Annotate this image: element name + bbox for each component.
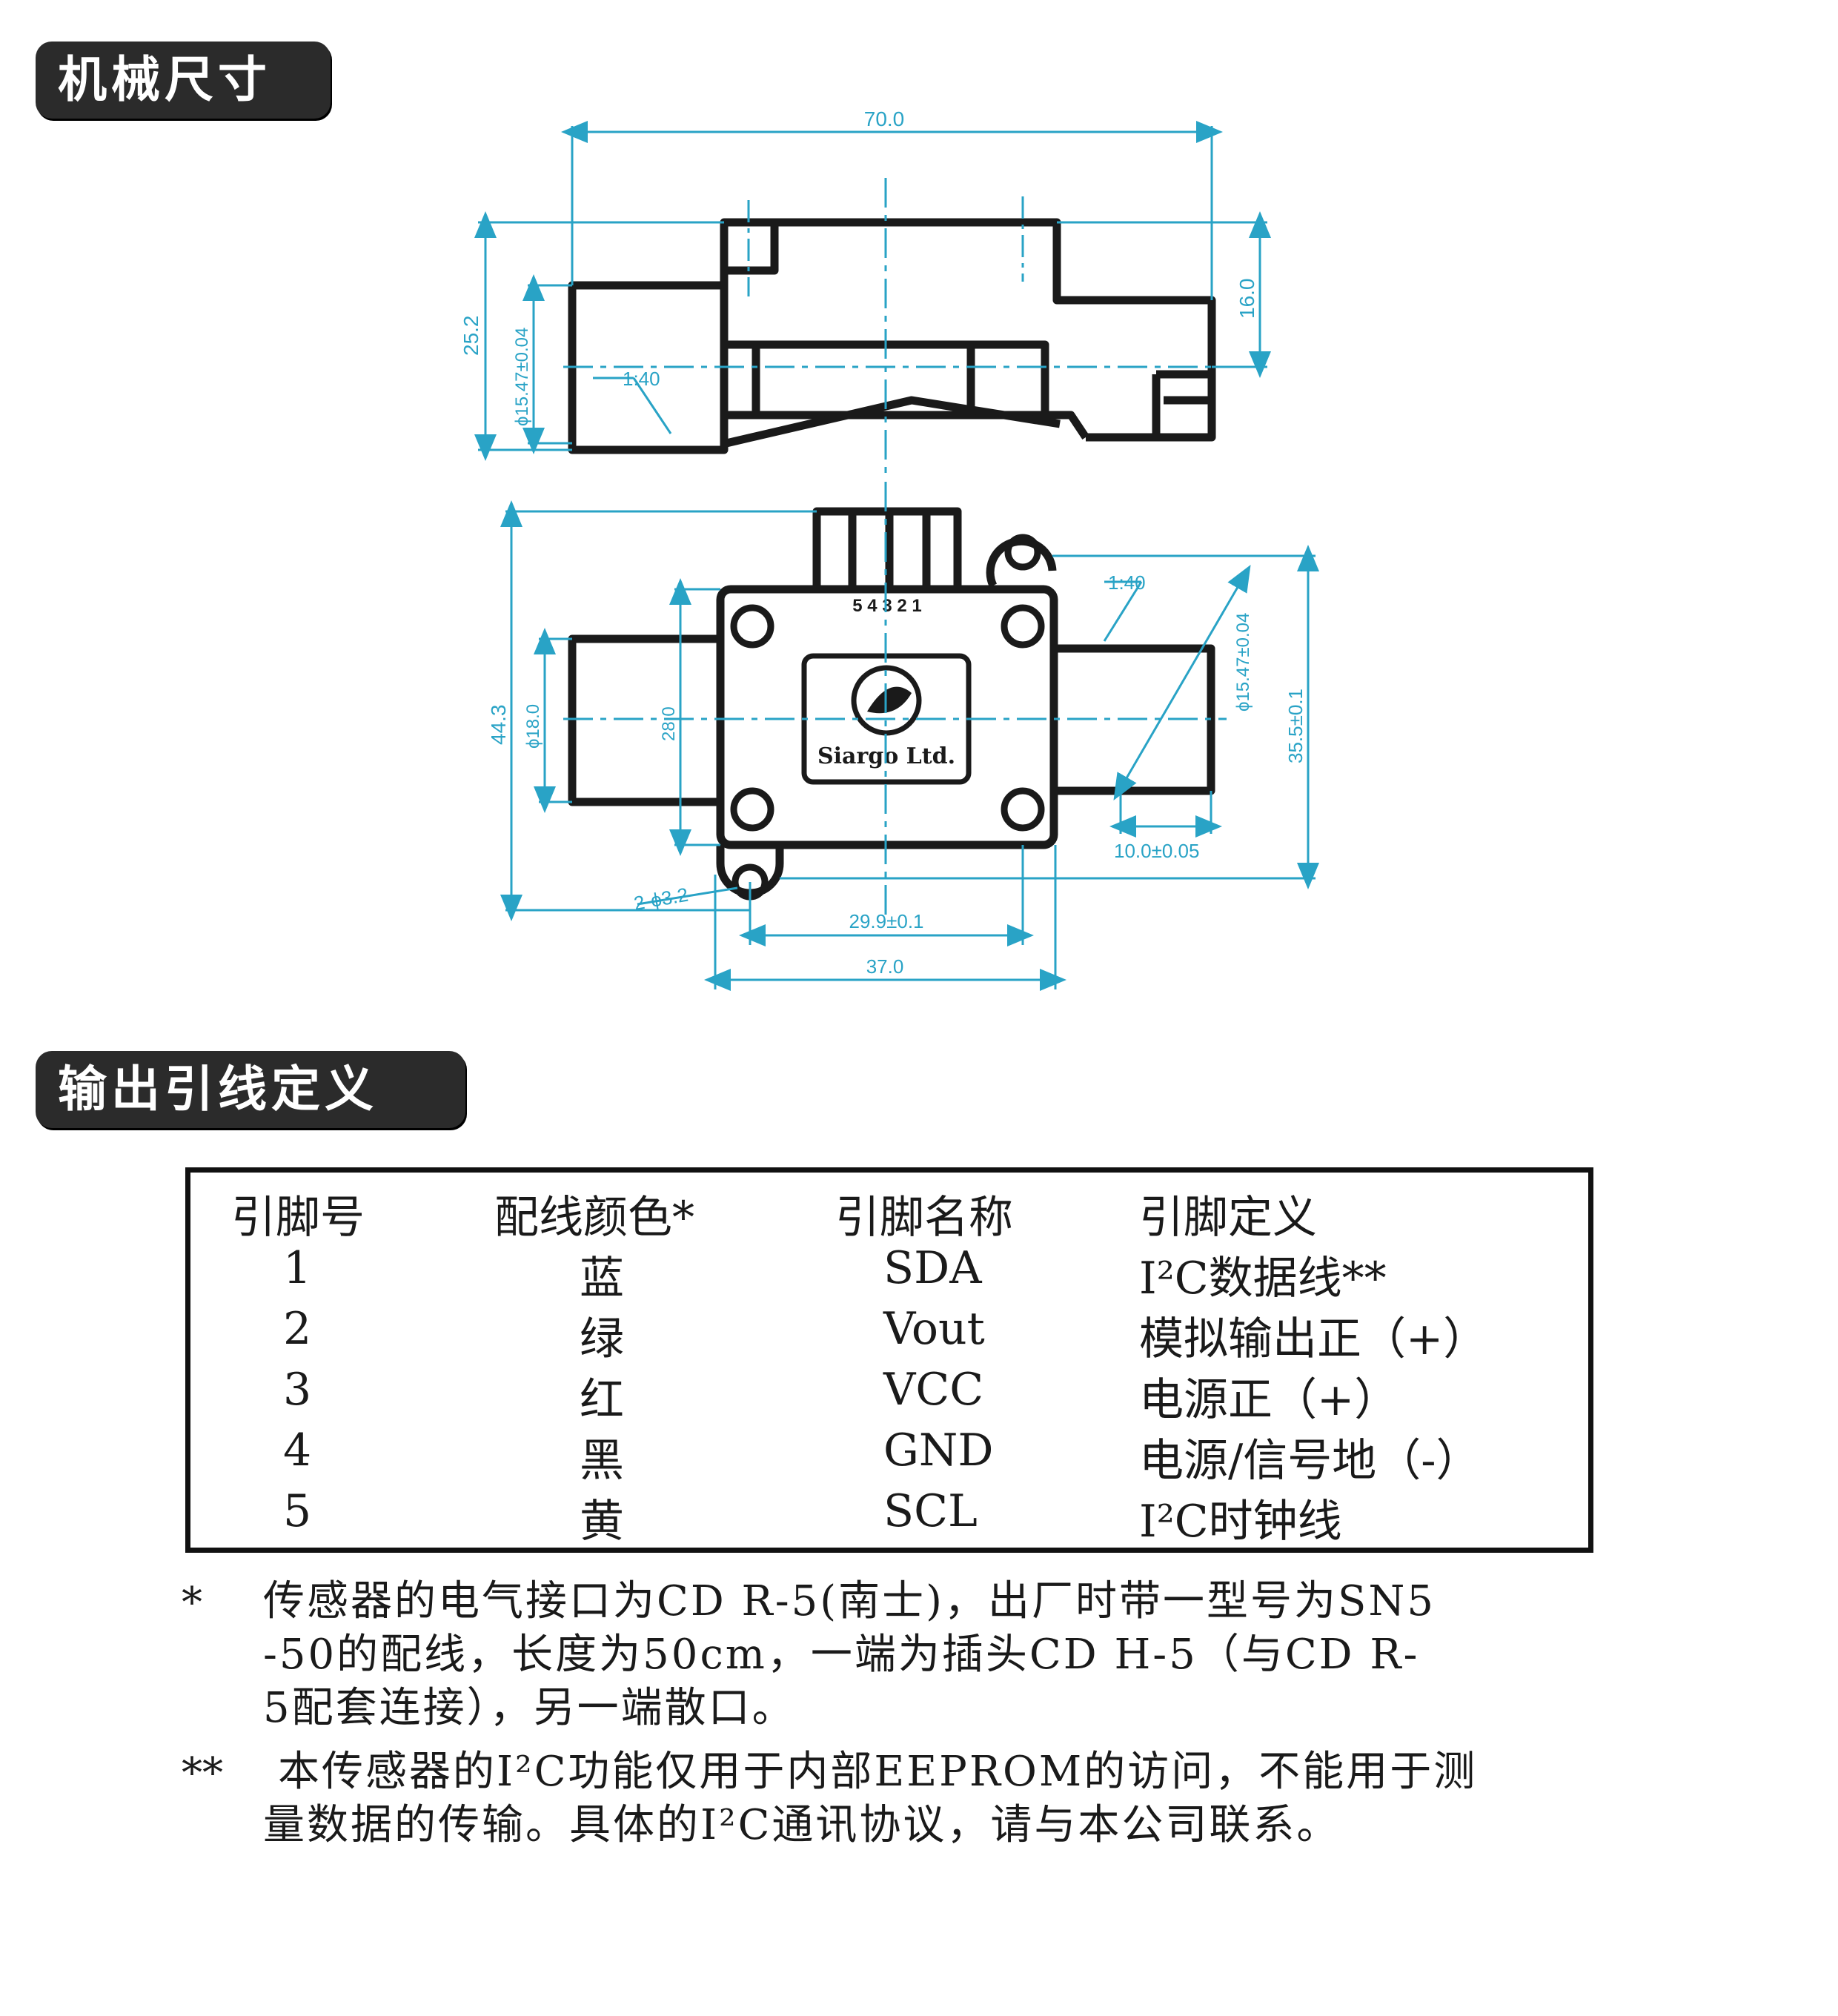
dim-port-dia: ϕ18.0 (523, 704, 543, 749)
pin-name: Vout (883, 1303, 985, 1355)
dim-overall-height: 44.3 (487, 705, 510, 746)
dim-right-16: 16.0 (1235, 279, 1258, 319)
pin-number: 4 (283, 1425, 312, 1476)
wire-color: 红 (580, 1374, 624, 1426)
pin-numbers: 5 4 3 2 1 (852, 596, 921, 616)
header-pin-name: 引脚名称 (835, 1192, 1013, 1244)
dim-hole-spacing: 29.9±0.1 (849, 910, 923, 932)
pin-definition: 电源/信号地（-） (1139, 1435, 1481, 1487)
dim-height-25: 25.2 (460, 316, 482, 357)
footnote-2-line-2: 量数据的传输。具体的I²C通讯协议，请与本公司联系。 (263, 1801, 1341, 1849)
pin-definition: I²C数据线** (1139, 1253, 1387, 1304)
footnote-1-line-3: 5配套连接），另一端散口。 (263, 1684, 796, 1732)
top-view-outline (568, 218, 1216, 454)
dim-flange-height: 35.5±0.1 (1284, 689, 1307, 763)
dim-body-width: 37.0 (866, 955, 904, 978)
header-pin-def: 引脚定义 (1139, 1192, 1317, 1244)
pin-number: 1 (283, 1242, 312, 1294)
wire-color: 蓝 (580, 1253, 624, 1304)
front-view-outline (568, 507, 1215, 901)
pin-number: 2 (283, 1303, 312, 1355)
section-title-pin-definition: 输出引线定义 (36, 1051, 465, 1128)
table-row: 3 红 VCC 电源正（+） (190, 1364, 1588, 1426)
footnote-1-line-2: -50的配线，长度为50cm，一端为插头CD H-5（与CD R- (263, 1631, 1420, 1679)
header-pin-no: 引脚号 (231, 1192, 365, 1244)
company-logo (867, 686, 912, 714)
taper-front: 1:40 (1108, 571, 1146, 594)
footnote-marker-2: ** (182, 1749, 223, 1797)
dim-bore-top: ϕ15.47±0.04 (512, 328, 532, 426)
table-row: 4 黑 GND 电源/信号地（-） (190, 1425, 1588, 1487)
pin-definition-table: 引脚号 配线颜色* 引脚名称 引脚定义 1 蓝 SDA I²C数据线** 2 绿… (185, 1167, 1593, 1553)
pin-name: GND (883, 1425, 994, 1476)
header-wire-color: 配线颜色* (494, 1192, 694, 1244)
taper-top: 1:40 (623, 368, 660, 390)
pin-definition: I²C时钟线 (1139, 1496, 1342, 1548)
table-row: 5 黄 SCL I²C时钟线 (190, 1485, 1588, 1548)
pin-number: 5 (283, 1485, 312, 1537)
dim-width-70: 70.0 (864, 107, 905, 130)
footnote-2-line-1: 本传感器的I²C功能仅用于内部EEPROM的访问，不能用于测 (278, 1748, 1478, 1796)
mechanical-drawing: 70.0 25.2 16.0 ϕ15.47±0.04 1:40 Siargo L… (460, 107, 1319, 991)
section-title-mechanical: 机械尺寸 (36, 42, 331, 119)
wire-color: 绿 (580, 1313, 624, 1365)
pin-number: 3 (283, 1364, 312, 1416)
footnote-marker-1: * (182, 1579, 202, 1627)
table-header-row: 引脚号 配线颜色* 引脚名称 引脚定义 (190, 1181, 1588, 1244)
table-row: 1 蓝 SDA I²C数据线** (190, 1242, 1588, 1304)
pin-definition: 电源正（+） (1139, 1374, 1399, 1426)
footnote-1-line-1: 传感器的电气接口为CD R-5(南士)，出厂时带一型号为SN5 (263, 1577, 1436, 1625)
table-row: 2 绿 Vout 模拟输出正（+） (190, 1303, 1588, 1365)
pin-name: SCL (883, 1485, 978, 1537)
pin-name: SDA (883, 1242, 982, 1294)
wire-color: 黄 (580, 1496, 624, 1548)
pin-definition: 模拟输出正（+） (1139, 1313, 1488, 1365)
dim-bore-front: ϕ15.47±0.04 (1233, 613, 1253, 712)
dim-port-len: 10.0±0.05 (1114, 840, 1199, 862)
pin-name: VCC (883, 1364, 984, 1416)
dim-body-height: 28.0 (659, 706, 679, 741)
wire-color: 黑 (580, 1435, 624, 1487)
